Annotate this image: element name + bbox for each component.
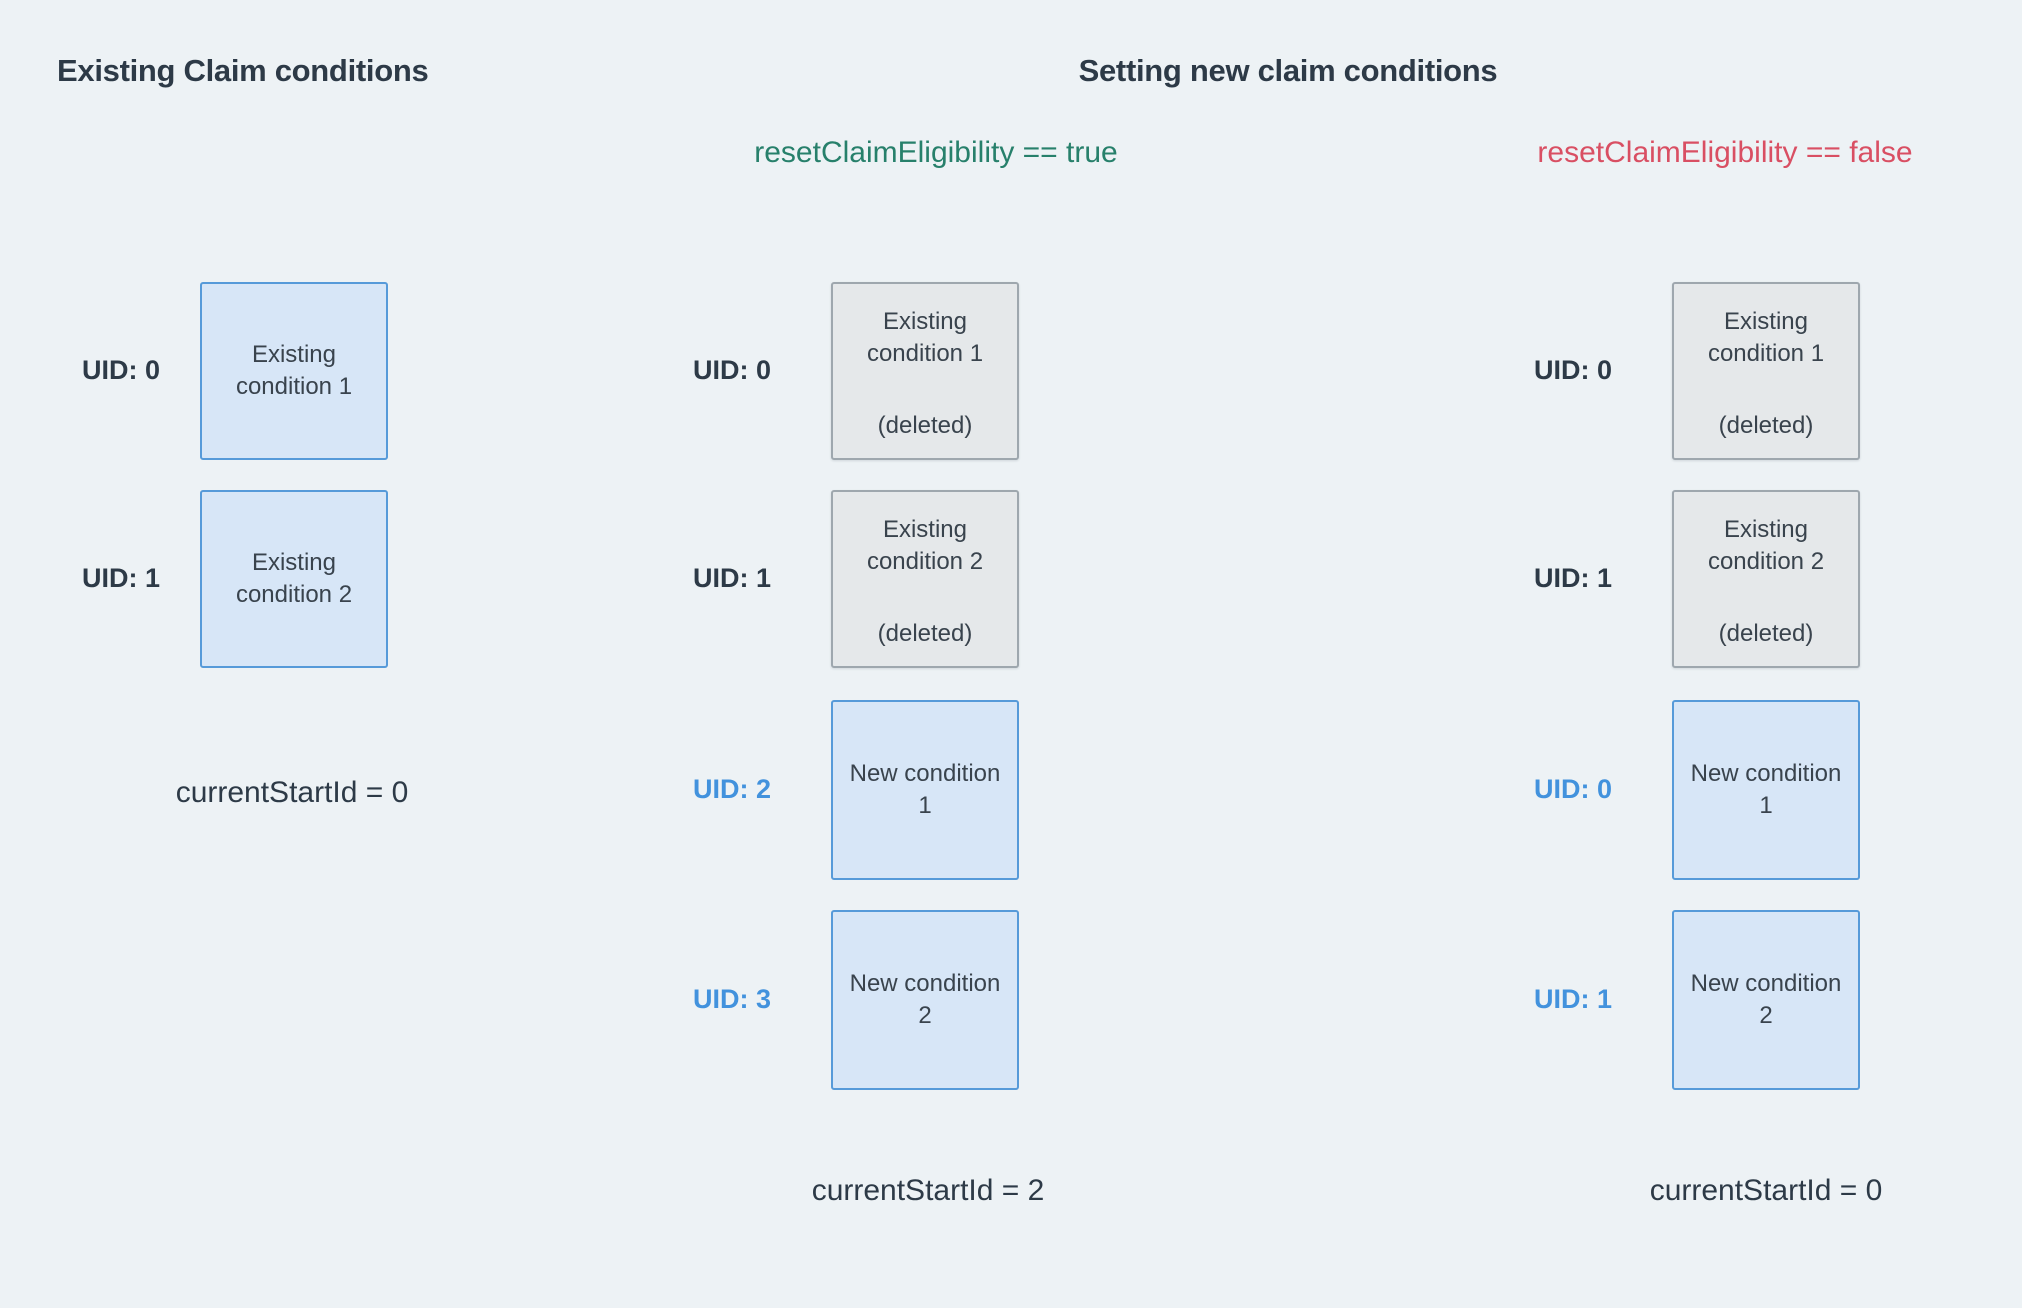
condition-box-text: New condition 1 xyxy=(1690,760,1842,819)
uid-label: UID: 0 xyxy=(692,355,771,385)
condition-box-text: Existing condition 2 xyxy=(1707,516,1825,575)
reset-claim-eligibility-false-label: resetClaimEligibility == false xyxy=(1537,136,1913,169)
condition-box-text: New condition 2 xyxy=(849,970,1001,1029)
new-condition-box: New condition 2 xyxy=(831,910,1019,1090)
uid-label: UID: 0 xyxy=(1533,774,1612,804)
existing-claim-conditions-title: Existing Claim conditions xyxy=(57,53,429,88)
existing-condition-box: Existing condition 2 xyxy=(200,490,388,668)
uid-label: UID: 0 xyxy=(81,355,160,385)
deleted-condition-box: Existing condition 1 (deleted) xyxy=(1672,282,1860,460)
deleted-label: (deleted) xyxy=(1718,412,1814,439)
deleted-condition-box: Existing condition 2 (deleted) xyxy=(831,490,1019,668)
deleted-condition-box: Existing condition 2 (deleted) xyxy=(1672,490,1860,668)
reset-claim-eligibility-true-label: resetClaimEligibility == true xyxy=(754,136,1118,169)
existing-condition-box: Existing condition 1 xyxy=(200,282,388,460)
current-start-id-label: currentStartId = 0 xyxy=(1649,1174,1883,1207)
condition-box-text: Existing condition 2 xyxy=(235,549,353,608)
condition-box-text: Existing condition 2 xyxy=(866,516,984,575)
uid-label: UID: 3 xyxy=(692,984,771,1014)
condition-box-text: Existing condition 1 xyxy=(235,341,353,400)
new-condition-box: New condition 1 xyxy=(831,700,1019,880)
deleted-label: (deleted) xyxy=(877,620,973,647)
uid-label: UID: 1 xyxy=(1533,984,1612,1014)
uid-label: UID: 1 xyxy=(81,563,160,593)
setting-new-claim-conditions-title: Setting new claim conditions xyxy=(1078,53,1498,88)
current-start-id-label: currentStartId = 0 xyxy=(175,776,409,809)
current-start-id-label: currentStartId = 2 xyxy=(811,1174,1045,1207)
condition-box-text: Existing condition 1 xyxy=(1707,308,1825,367)
new-condition-box: New condition 2 xyxy=(1672,910,1860,1090)
condition-box-text: Existing condition 1 xyxy=(866,308,984,367)
deleted-label: (deleted) xyxy=(1718,620,1814,647)
uid-label: UID: 1 xyxy=(692,563,771,593)
uid-label: UID: 0 xyxy=(1533,355,1612,385)
condition-box-text: New condition 1 xyxy=(849,760,1001,819)
condition-box-text: New condition 2 xyxy=(1690,970,1842,1029)
new-condition-box: New condition 1 xyxy=(1672,700,1860,880)
deleted-label: (deleted) xyxy=(877,412,973,439)
uid-label: UID: 1 xyxy=(1533,563,1612,593)
uid-label: UID: 2 xyxy=(692,774,771,804)
deleted-condition-box: Existing condition 1 (deleted) xyxy=(831,282,1019,460)
